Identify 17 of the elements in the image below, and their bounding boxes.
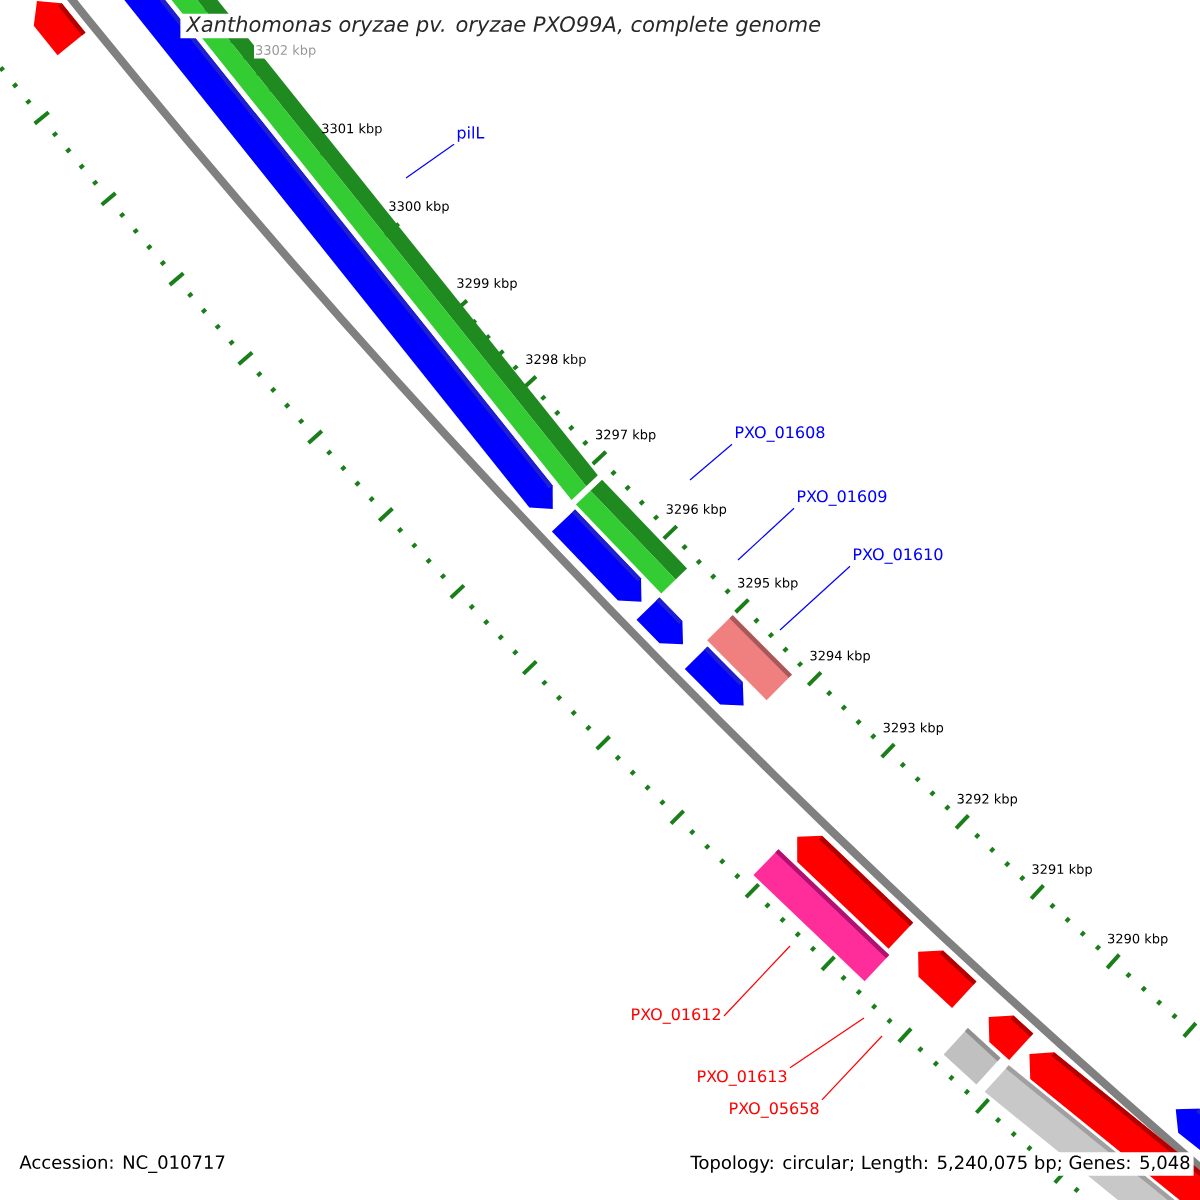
- gene-label: PXO_01613: [698, 1070, 787, 1086]
- title: Xanthomonas oryzae pv. oryzae PXO99A, complete genome: [180, 13, 828, 39]
- gene-label: pilL: [457, 126, 485, 142]
- leader-line: [723, 945, 791, 1017]
- gene-label: PXO_01612: [632, 1008, 720, 1024]
- leader-line: [737, 507, 795, 561]
- leader-line: [405, 143, 455, 179]
- leader-line: [689, 443, 733, 481]
- leader-line: [821, 1035, 883, 1101]
- footer-text: Accession: NC_010717: [16, 1152, 229, 1176]
- leader-line: [779, 565, 851, 631]
- footer-text: Topology: circular; Length: 5,240,075 bp; Genes: 5,048: [687, 1152, 1194, 1176]
- leader-line: [789, 1017, 865, 1069]
- gene-label: PXO_05658: [730, 1102, 819, 1118]
- gene-label: PXO_01608: [736, 426, 825, 442]
- gene-label: PXO_01609: [798, 490, 887, 506]
- gene-label: PXO_01610: [854, 548, 943, 564]
